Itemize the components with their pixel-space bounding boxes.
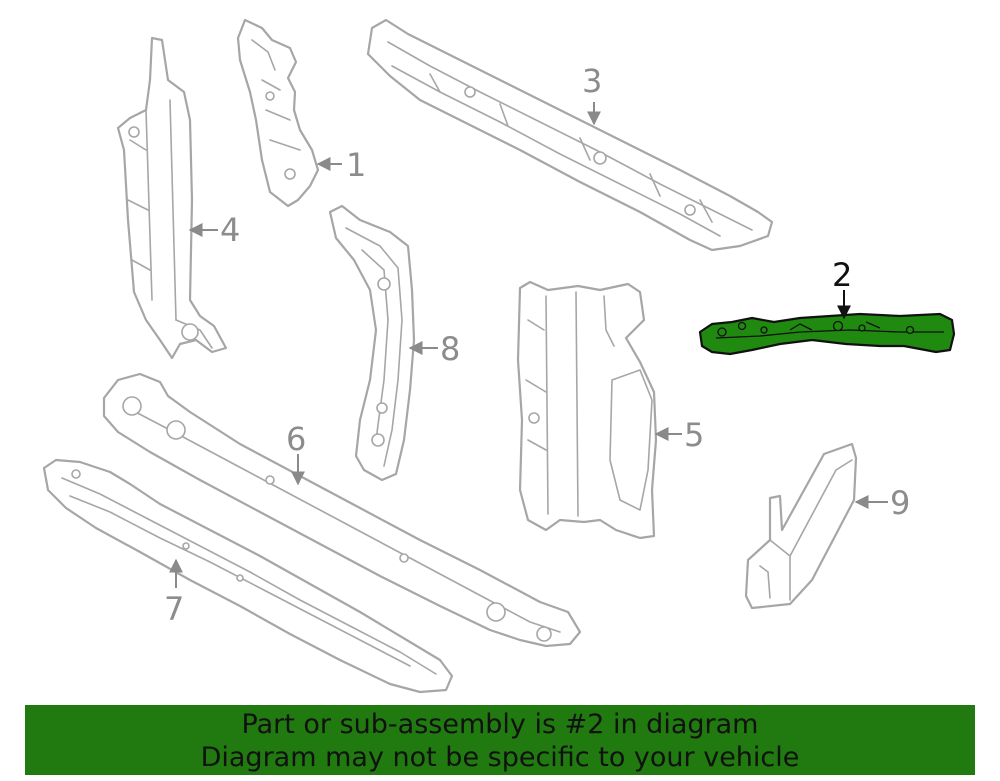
callout-label-8: 8 — [440, 330, 460, 368]
banner-line-2: Diagram may not be specific to your vehi… — [200, 742, 800, 773]
part-5-right-support[interactable] — [516, 280, 658, 540]
callout-label-9: 9 — [890, 484, 910, 522]
callout-8: 8 — [408, 330, 460, 368]
part-8-center-stay[interactable] — [328, 204, 416, 482]
callout-label-2: 2 — [832, 256, 852, 294]
part-2-highlighted-member[interactable] — [698, 312, 956, 356]
part-1-bracket[interactable] — [236, 18, 320, 208]
callout-label-5: 5 — [684, 416, 704, 454]
part-4-left-support[interactable] — [116, 36, 228, 360]
part-7-bottom-member[interactable] — [42, 458, 454, 694]
part-9-block-stay[interactable] — [744, 442, 858, 610]
part-3-upper-member[interactable] — [366, 18, 774, 252]
callout-9: 9 — [854, 484, 910, 522]
callout-label-7: 7 — [164, 590, 184, 628]
callout-1: 1 — [316, 146, 366, 184]
callout-7: 7 — [164, 558, 184, 628]
part-6-lower-member[interactable] — [102, 372, 582, 648]
banner-line-1: Part or sub-assembly is #2 in diagram — [241, 709, 759, 740]
callout-2: 2 — [832, 256, 852, 320]
callout-6: 6 — [286, 420, 306, 486]
info-banner: Part or sub-assembly is #2 in diagram Di… — [25, 705, 975, 775]
callout-5: 5 — [654, 416, 704, 454]
callout-4: 4 — [188, 211, 240, 249]
callout-label-6: 6 — [286, 420, 306, 458]
callout-label-3: 3 — [582, 62, 602, 100]
callout-3: 3 — [582, 62, 602, 126]
parts-diagram: 1 2 3 4 5 6 7 8 9 — [42, 18, 956, 694]
callout-label-4: 4 — [220, 211, 240, 249]
callout-label-1: 1 — [346, 146, 366, 184]
